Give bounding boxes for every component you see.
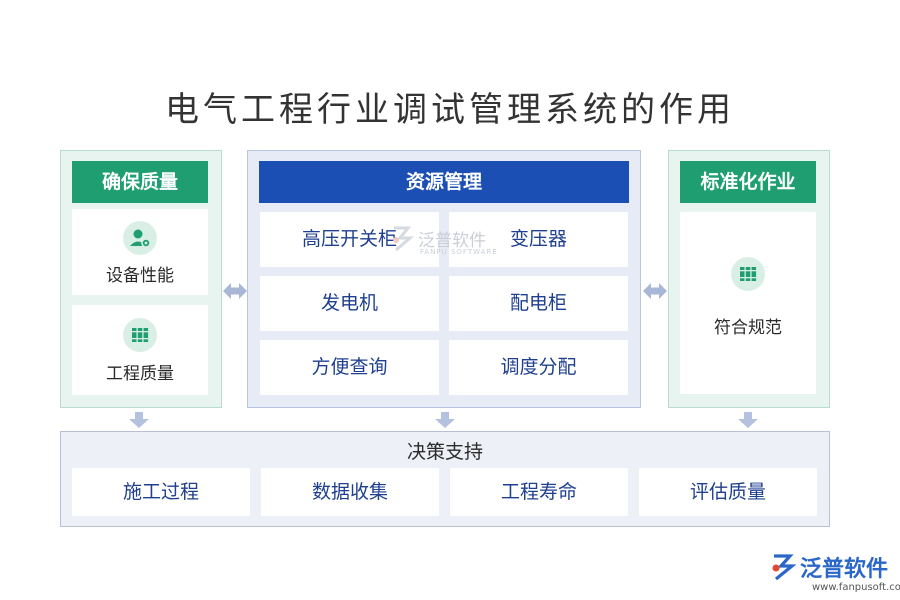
resource-cell-switchgear: 高压开关柜 xyxy=(260,212,439,267)
page-title: 电气工程行业调试管理系统的作用 xyxy=(165,90,735,130)
resource-cell-query: 方便查询 xyxy=(260,340,439,395)
engineering-quality-label: 工程质量 xyxy=(106,364,174,384)
decision-cell-construction-process: 施工过程 xyxy=(72,468,250,516)
engineering-quality-card: 工程质量 xyxy=(72,305,208,395)
user-settings-icon xyxy=(123,221,157,255)
resource-cell-transformer: 变压器 xyxy=(449,212,628,267)
down-arrow-icon xyxy=(129,412,149,428)
decision-cell-quality-assessment: 评估质量 xyxy=(639,468,817,516)
down-arrow-icon xyxy=(738,412,758,428)
decision-support-title: 决策支持 xyxy=(406,441,483,463)
watermark-text: 泛普软件 xyxy=(418,231,486,251)
fanpu-logo-icon xyxy=(772,554,797,581)
watermark-logo-icon xyxy=(393,226,415,252)
logo-text: 泛普软件 xyxy=(800,557,889,582)
compliance-card: 符合规范 xyxy=(680,212,816,394)
watermark: 泛普软件 FANPU SOFTWARE xyxy=(388,222,497,256)
binders-icon xyxy=(731,257,765,291)
decision-cell-data-collection: 数据收集 xyxy=(261,468,439,516)
quality-header: 确保质量 xyxy=(72,161,208,203)
resource-cell-generator: 发电机 xyxy=(260,276,439,331)
fanpu-logo: 泛普软件 www.fanpusoft.com xyxy=(768,551,900,593)
watermark-subtext: FANPU SOFTWARE xyxy=(420,248,498,256)
standardization-header: 标准化作业 xyxy=(680,161,816,203)
resource-cell-dispatch: 调度分配 xyxy=(449,340,628,395)
decision-cell-project-lifespan: 工程寿命 xyxy=(450,468,628,516)
compliance-label: 符合规范 xyxy=(714,318,782,338)
resource-cell-distribution-cabinet: 配电柜 xyxy=(449,276,628,331)
logo-url: www.fanpusoft.com xyxy=(812,582,900,593)
binders-icon xyxy=(123,318,157,352)
double-arrow-icon xyxy=(223,283,247,299)
device-performance-label: 设备性能 xyxy=(106,266,174,286)
double-arrow-icon xyxy=(643,283,667,299)
device-performance-card: 设备性能 xyxy=(72,209,208,295)
down-arrow-icon xyxy=(435,412,455,428)
resource-header: 资源管理 xyxy=(259,161,629,203)
